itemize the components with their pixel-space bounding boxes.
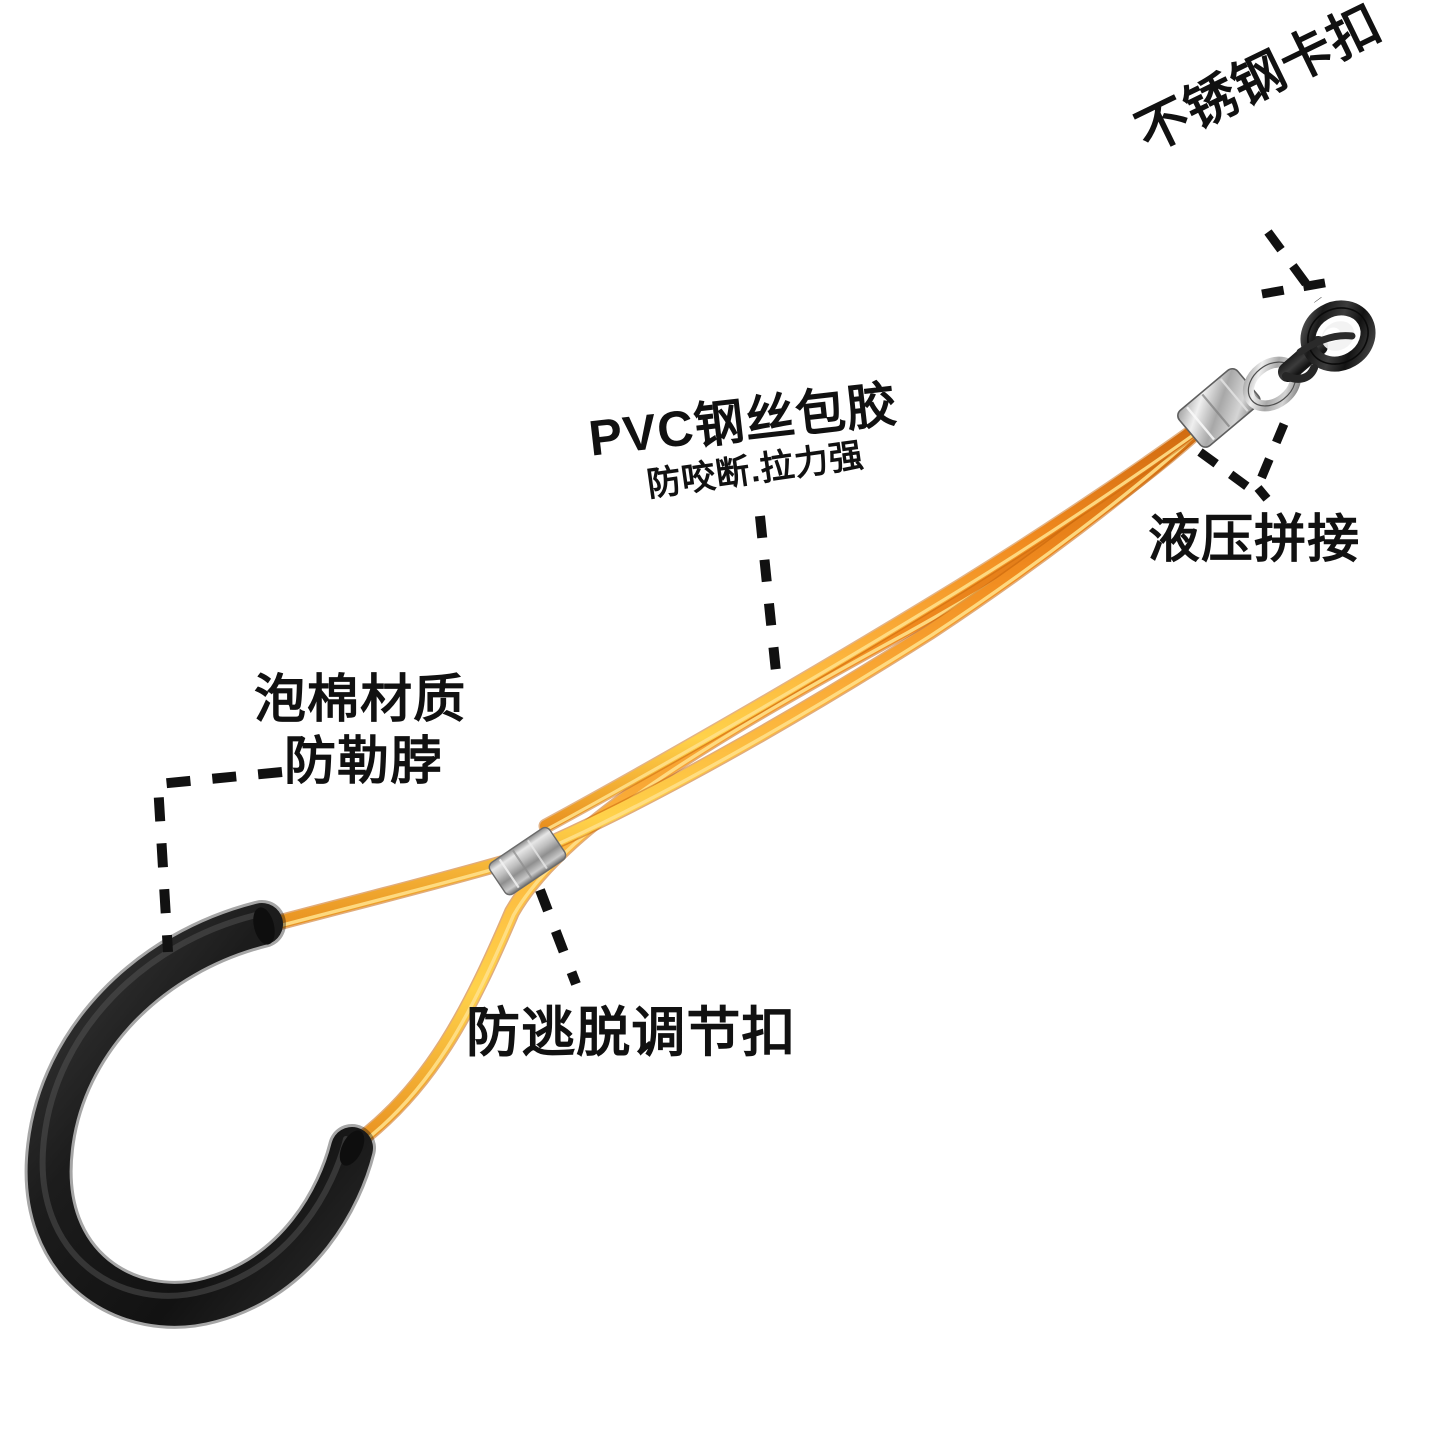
label-hydraulic-splice: 液压拼接 <box>1148 511 1361 569</box>
clasp-bracket-line <box>1261 277 1331 299</box>
foam-neck-sleeve <box>24 900 376 1329</box>
clasp-leader-line <box>1264 229 1322 303</box>
swivel-snap-hook <box>1242 300 1376 412</box>
splice-leader-left <box>1197 448 1255 494</box>
hydraulic-crimp-ferrule <box>1177 367 1261 448</box>
buckle-leader-line <box>535 888 581 986</box>
pvc-leader-line <box>755 515 781 673</box>
label-foam-group: 泡棉材质 防勒脖 <box>254 672 466 790</box>
splice-leader-stem <box>1254 485 1272 503</box>
foam-bracket-line <box>152 767 283 953</box>
pvc-coated-steel-cable <box>250 418 1208 1154</box>
splice-leader-right <box>1253 422 1289 488</box>
label-foam-line2: 防勒脖 <box>284 733 444 792</box>
label-anti-escape-buckle: 防逃脱调节扣 <box>466 1003 797 1063</box>
label-foam-line1: 泡棉材质 <box>254 671 467 729</box>
leader-lines <box>152 229 1331 986</box>
adjuster-slider-ferrule <box>488 826 567 896</box>
